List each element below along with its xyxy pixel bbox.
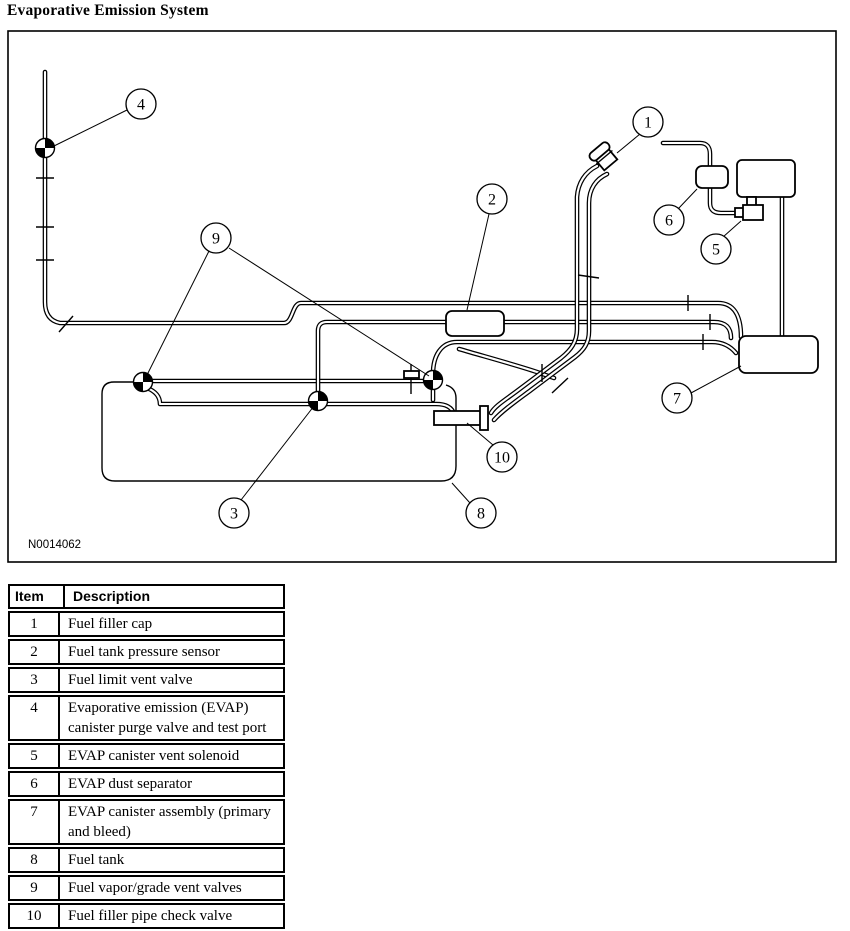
legend-row-10: 10 Fuel filler pipe check valve [8, 903, 285, 929]
svg-text:2: 2 [488, 192, 496, 209]
legend-item-description: Fuel filler cap [68, 616, 153, 632]
legend-item-number: 4 [10, 697, 60, 739]
figure-id: N0014062 [28, 539, 81, 551]
evap-canister-assembly [738, 335, 819, 374]
legend-item-description: Evaporative emission (EVAP) canister pur… [68, 700, 267, 736]
svg-text:9: 9 [212, 231, 220, 248]
callout-5: 5 [700, 233, 732, 265]
evap-dust-separator [695, 165, 729, 189]
legend-item-number: 1 [10, 613, 60, 635]
legend-item-description: Fuel tank pressure sensor [68, 644, 221, 660]
fuel-filler-pipe-check-valve [433, 405, 489, 431]
evap-diagram: 1 2 3 4 5 6 7 8 9 10 N0014062 [7, 30, 837, 563]
fuel-tank-outline [101, 381, 457, 482]
callout-4: 4 [125, 88, 157, 120]
legend-item-number: 9 [10, 877, 60, 899]
vapor-vent-valve-left [132, 371, 154, 393]
fuel-tank-pressure-sensor [445, 310, 505, 337]
callout-8: 8 [465, 497, 497, 529]
legend-row-7: 7 EVAP canister assembly (primary and bl… [8, 799, 285, 845]
coupler-ticks [36, 177, 711, 394]
legend-item-description: Fuel tank [68, 852, 125, 868]
legend-item-description: EVAP canister vent solenoid [68, 748, 240, 764]
callout-6: 6 [653, 204, 685, 236]
legend-item-number: 10 [10, 905, 60, 927]
legend-item-number: 2 [10, 641, 60, 663]
fuel-limit-vent-valve [307, 390, 329, 412]
evap-purge-valve [34, 137, 56, 159]
legend-row-3: 3 Fuel limit vent valve [8, 667, 285, 693]
legend-item-number: 8 [10, 849, 60, 871]
svg-text:10: 10 [494, 450, 510, 467]
legend-item-number: 7 [10, 801, 60, 843]
legend-row-8: 8 Fuel tank [8, 847, 285, 873]
callout-2: 2 [476, 183, 508, 215]
callout-9: 9 [200, 222, 232, 254]
legend-row-4: 4 Evaporative emission (EVAP) canister p… [8, 695, 285, 741]
legend-item-number: 6 [10, 773, 60, 795]
legend-row-9: 9 Fuel vapor/grade vent valves [8, 875, 285, 901]
legend-header-item: Item [10, 586, 65, 607]
svg-text:8: 8 [477, 506, 485, 523]
legend-row-2: 2 Fuel tank pressure sensor [8, 639, 285, 665]
svg-text:5: 5 [712, 242, 720, 259]
legend-row-5: 5 EVAP canister vent solenoid [8, 743, 285, 769]
legend-table: Item Description 1 Fuel filler cap 2 Fue… [8, 584, 285, 931]
fuel-filler-cap [588, 141, 619, 172]
callout-1: 1 [632, 106, 664, 138]
svg-text:4: 4 [137, 97, 145, 114]
legend-header-row: Item Description [8, 584, 285, 609]
svg-text:6: 6 [665, 213, 673, 230]
legend-item-description: Fuel filler pipe check valve [68, 908, 233, 924]
legend-row-1: 1 Fuel filler cap [8, 611, 285, 637]
vapor-vent-valve-right [422, 369, 444, 391]
svg-text:3: 3 [230, 506, 238, 523]
legend-item-description: EVAP dust separator [68, 776, 193, 792]
leader-lines [53, 109, 742, 504]
callout-10: 10 [486, 441, 518, 473]
callout-3: 3 [218, 497, 250, 529]
legend-item-number: 3 [10, 669, 60, 691]
legend-item-description: Fuel limit vent valve [68, 672, 193, 688]
legend-item-number: 5 [10, 745, 60, 767]
legend-row-6: 6 EVAP dust separator [8, 771, 285, 797]
evap-canister-vent-solenoid [742, 204, 764, 221]
bleed-canister-box [736, 159, 796, 198]
svg-text:7: 7 [673, 391, 681, 408]
legend-item-description: Fuel vapor/grade vent valves [68, 880, 242, 896]
svg-text:1: 1 [644, 115, 652, 132]
legend-header-description: Description [73, 588, 151, 604]
test-port [403, 364, 420, 394]
diagram-border [7, 30, 837, 563]
legend-item-description: EVAP canister assembly (primary and blee… [68, 804, 271, 840]
callout-7: 7 [661, 382, 693, 414]
page-title: Evaporative Emission System [7, 2, 209, 19]
